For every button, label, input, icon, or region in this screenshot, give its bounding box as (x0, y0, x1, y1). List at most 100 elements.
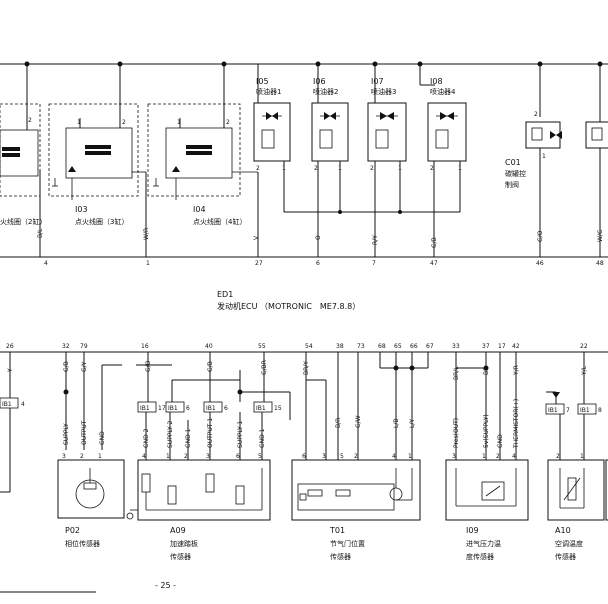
left-connector-code: IB1 (2, 401, 12, 408)
left-partial-circuit: Y IB1 4 (0, 352, 25, 493)
I09-sig-1: Pres(OUT) (453, 418, 460, 448)
ecu-pin-17: 17 (498, 343, 506, 350)
wire-code-BR-2: BR (483, 367, 490, 375)
wire-code-RY: R/Y (372, 235, 379, 245)
ecu-pin-33: 33 (452, 343, 460, 350)
I03-code: I03 (75, 205, 88, 214)
wire-code-GB-2: G/B (207, 361, 214, 372)
P02-signal-gnd: GND (99, 431, 106, 445)
ecu-pin-4: 4 (44, 260, 48, 267)
A09-conn2-pin: 6 (186, 405, 190, 412)
I04-code: I04 (193, 205, 206, 214)
A09-sig-2: SUPPLY 2 (167, 420, 174, 448)
wire-code-BL: B/L (37, 228, 44, 238)
ecu-pin-46: 46 (536, 260, 544, 267)
I06-code: I06 (313, 77, 326, 86)
ecu-pin-73: 73 (357, 343, 365, 350)
wire-code-LY: L/Y (409, 419, 416, 428)
ignition-coil-I03: 1 2 I03 点火线圈（3缸） W/R 1 (48, 64, 150, 267)
I09-pin-4: 4 (512, 453, 516, 460)
T01-code: T01 (329, 526, 345, 535)
A09-pin-a: 4 (142, 453, 146, 460)
A09-name-1: 加速踏板 (170, 539, 198, 548)
I07-pin-2: 2 (370, 165, 374, 172)
ecu-pin-67: 67 (426, 343, 434, 350)
P02-pin-2: 2 (80, 453, 84, 460)
ecu-pin-79: 79 (80, 343, 88, 350)
I07-label: 喷油器3 (371, 87, 396, 96)
A10-conn1-pin: 7 (566, 407, 570, 414)
wire-code-GBR: G/BR (261, 360, 268, 375)
T01-pin-6: 6 (302, 453, 306, 460)
I05-label: 喷油器1 (256, 87, 281, 96)
I09-code: I09 (466, 526, 479, 535)
A10-conn2-pin: 8 (598, 407, 602, 414)
ecu-pin-37: 37 (482, 343, 490, 350)
I09-sig-2: 5v(SUPPLY) (483, 414, 490, 448)
wire-code-Y: Y (7, 368, 14, 373)
A10-name-2: 传感器 (555, 552, 576, 561)
A09-conn1-code: IB1 (140, 405, 150, 412)
A09-pin-e: 6 (236, 453, 240, 460)
I06-pin-2: 2 (314, 165, 318, 172)
A09-pin-b: 1 (166, 453, 170, 460)
C01-code: C01 (505, 158, 521, 167)
ignition-coil-I04: 1 2 I04 点火线圈（4缸） V 27 (147, 64, 263, 267)
I09-pin-1: 1 (482, 453, 486, 460)
A09-conn4-pin: 15 (274, 405, 282, 412)
C01-pin-2: 2 (534, 111, 538, 118)
left-connector-pin: 4 (21, 401, 25, 408)
I03-pin-1: 1 (77, 119, 81, 126)
injector-I07: I07 喷油器3 2 1 R/Y 7 (367, 64, 407, 267)
wire-code-V: V (253, 235, 260, 240)
wire-code-GY: G/Y (81, 361, 88, 372)
ecu-pin-22: 22 (580, 343, 588, 350)
P02-pin-1: 1 (98, 453, 102, 460)
A09-conn1-pin: 17 (158, 405, 166, 412)
I05-code: I05 (256, 77, 269, 86)
I04-pin-2: 2 (226, 119, 230, 126)
A09-conn3-code: IB1 (206, 405, 216, 412)
coil2-label: 火线圈（2缸） (0, 217, 46, 226)
ecu-pin-1: 1 (146, 260, 150, 267)
ecu-pin-54: 54 (305, 343, 313, 350)
T01-pin-4: 4 (392, 453, 396, 460)
wire-code-GB-1: G/B (63, 361, 70, 372)
wire-code-WR: W/R (143, 228, 150, 240)
A09-name-2: 传感器 (170, 552, 191, 561)
ecu-code: ED1 (217, 290, 233, 299)
I08-pin-2: 2 (430, 165, 434, 172)
A09-pin-c: 2 (184, 453, 188, 460)
ecu-name: 发动机ECU （MOTRONIC ME7.8.8） (217, 301, 360, 311)
wire-code-YL: Y/L (581, 365, 588, 376)
ecu-pin-66: 66 (410, 343, 418, 350)
right-partial-component: W/G 48 (585, 64, 608, 267)
wire-code-LB: L/B (393, 419, 400, 428)
I03-pin-2: 2 (122, 119, 126, 126)
ecu-pin-27: 27 (255, 260, 263, 267)
wire-code-BRY: BR/Y (303, 361, 310, 375)
A09-conn4-code: IB1 (256, 405, 266, 412)
T01-pin-5: 5 (340, 453, 344, 460)
P02-pin-3: 3 (62, 453, 66, 460)
sensor-A09: G/O G/B G/BR IB1 17 IB1 6 IB1 6 IB1 15 G… (126, 352, 291, 561)
I09-name-1: 进气压力温 (466, 539, 501, 548)
A10-pin-2: 2 (556, 453, 560, 460)
ecu-pin-47: 47 (430, 260, 438, 267)
sensor-T01: BR/Y B/R G/W L/B L/Y 6 3 5 2 4 1 T01 节气门… (291, 352, 429, 561)
sensor-I09: BR/L BR Y/R Pres(OUT) 5v(SUPPLY) GND THE… (445, 352, 529, 561)
A09-code: A09 (170, 526, 186, 535)
wire-code-BR: B/R (335, 418, 342, 428)
T01-pin-1: 1 (408, 453, 412, 460)
wire-code-GW: G/W (355, 415, 362, 428)
canister-valve-C01: 2 1 C01 碳罐控 制阀 G/O 46 (505, 64, 562, 267)
wire-code-WG: W/G (597, 229, 604, 242)
A09-sig-5: SUPPLY 1 (237, 420, 244, 448)
P02-signal-supply: SUPPLY (63, 423, 70, 445)
A09-conn3-pin: 6 (224, 405, 228, 412)
page-number: - 25 - (155, 581, 176, 590)
ecu-pin-16: 16 (141, 343, 149, 350)
I03-label: 点火线圈（3缸） (75, 217, 128, 226)
A10-conn2-code: IB1 (580, 407, 590, 414)
A09-sig-3: GND 1 (185, 428, 192, 448)
